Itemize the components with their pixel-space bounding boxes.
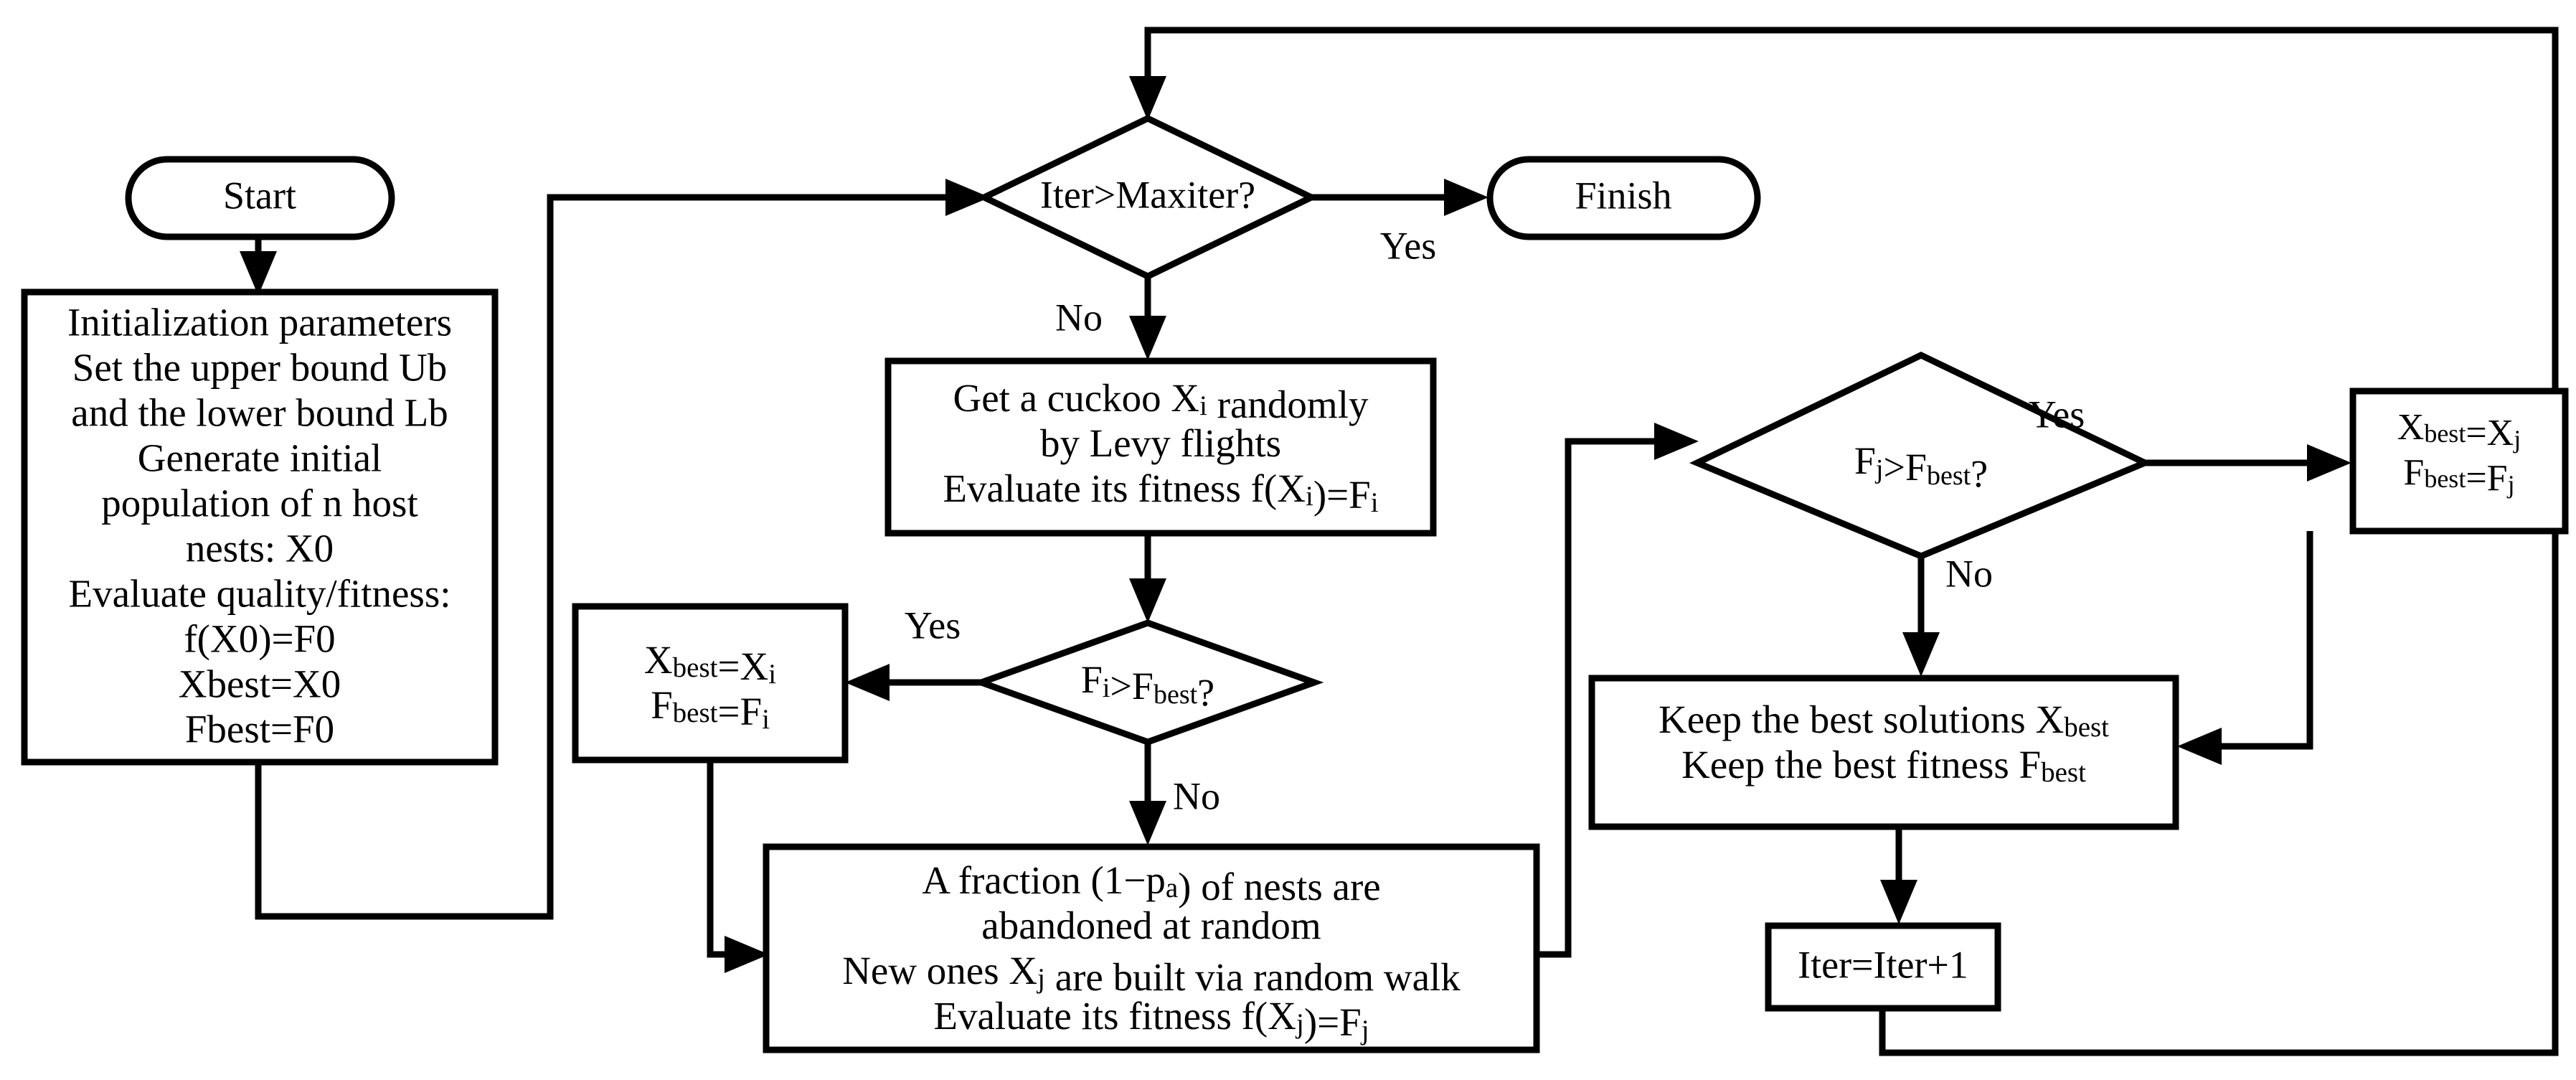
fraction-line-3: Evaluate its fitness f(Xj)=Fj — [933, 994, 1369, 1046]
decision-fj-line-0: Fj>Fbest? — [1854, 439, 1988, 495]
get-cuckoo-line-0: Get a cuckoo Xi randomly — [953, 376, 1369, 426]
edge-assign-i-to-fraction — [707, 760, 769, 973]
assign-best-j-line-0: Xbest=Xj — [2397, 407, 2521, 454]
edge-label-fi-yes: Yes — [905, 604, 961, 647]
edge-label-iter-no: No — [1055, 296, 1103, 339]
keep-best-line-0: Keep the best solutions Xbest — [1659, 698, 2109, 743]
initialization-line-4: population of n host — [101, 482, 418, 525]
edge-label-fi-no: No — [1173, 774, 1220, 817]
keep-best-line-1: Keep the best fitness Fbest — [1681, 743, 2086, 788]
fraction-line-0: A fraction (1−pa) of nests are — [922, 858, 1380, 908]
initialization-line-9: Fbest=F0 — [185, 708, 334, 751]
edge-keep-best-to-iter-inc — [1880, 827, 1917, 924]
node-start[interactable]: Start — [125, 156, 395, 240]
initialization-line-1: Set the upper bound Ub — [72, 346, 447, 390]
fraction-box-shape — [763, 843, 1540, 1053]
get-cuckoo-line-2: Evaluate its fitness f(Xi)=Fi — [943, 466, 1378, 518]
iter-increment-label: Iter=Iter+1 — [1798, 943, 1968, 986]
edge-decision-fj-yes-to-assign-j — [2143, 444, 2351, 482]
decision-fj-label: Fj>Fbest? — [1854, 439, 1988, 495]
edge-init-to-decision-iter — [255, 179, 990, 920]
decision-fi-label: Fi>Fbest? — [1081, 658, 1214, 714]
node-decision-iter-maxiter[interactable]: Iter>Maxiter? — [976, 115, 1319, 280]
decision-iter-diamond-shape — [976, 115, 1319, 280]
initialization-box-shape — [21, 288, 499, 766]
assign-best-i-box-shape — [572, 603, 849, 764]
node-fraction-abandoned[interactable]: A fraction (1−pa) of nests areabandoned … — [763, 843, 1540, 1053]
decision-fi-line-0: Fi>Fbest? — [1081, 658, 1214, 714]
assign-best-j-line-1: Fbest=Fj — [2403, 452, 2514, 499]
node-iter-increment[interactable]: Iter=Iter+1 — [1765, 922, 2001, 1012]
initialization-line-8: Xbest=X0 — [179, 662, 341, 706]
initialization-line-3: Generate initial — [138, 436, 382, 480]
fraction-line-2: New ones Xj are built via random walk — [842, 949, 1461, 999]
node-decision-fj-fbest[interactable]: Fj>Fbest? — [1689, 352, 2153, 560]
fraction-line-1: abandoned at random — [981, 903, 1321, 947]
assign-best-j-box-shape — [2349, 388, 2569, 535]
edge-label-fj-no: No — [1945, 552, 1993, 595]
initialization-line-5: nests: X0 — [186, 527, 334, 570]
decision-iter-label: Iter>Maxiter? — [1040, 173, 1255, 216]
decision-fj-diamond-shape — [1689, 352, 2153, 560]
edge-decision-iter-no-to-cuckoo — [1129, 276, 1166, 360]
keep-best-box-shape — [1588, 675, 2179, 830]
initialization-line-6: Evaluate quality/fitness: — [68, 572, 450, 616]
edge-fraction-to-decision-fj — [1535, 423, 1699, 958]
finish-label: Finish — [1575, 174, 1671, 217]
start-label: Start — [223, 174, 296, 217]
assign-best-i-line-1: Fbest=Fi — [651, 683, 770, 735]
assign-best-i-line-0: Xbest=Xi — [644, 638, 776, 690]
initialization-line-2: and the lower bound Lb — [71, 391, 448, 435]
edge-iter-inc-to-decision-iter — [1129, 27, 2559, 1056]
edge-decision-fj-no-to-keep-best — [1902, 556, 1940, 677]
initialization-line-0: Initialization parameters — [67, 301, 452, 344]
edge-cuckoo-to-decision-fi — [1129, 532, 1166, 623]
edge-assign-j-to-keep-best — [2177, 531, 2313, 765]
edge-label-iter-yes: Yes — [1380, 224, 1437, 267]
finish-terminator-shape — [1486, 156, 1761, 240]
edge-decision-iter-yes-to-finish — [1310, 179, 1488, 216]
decision-fi-diamond-shape — [971, 619, 1324, 746]
edge-decision-fi-no-to-fraction — [1129, 742, 1166, 845]
fraction-text: A fraction (1−pa) of nests areabandoned … — [842, 858, 1461, 1046]
initialization-line-7: f(X0)=F0 — [184, 617, 335, 661]
get-cuckoo-line-1: by Levy flights — [1040, 421, 1281, 465]
node-finish[interactable]: Finish — [1486, 156, 1761, 240]
iter-increment-box-shape — [1765, 922, 2001, 1012]
node-decision-fi-fbest[interactable]: Fi>Fbest? — [971, 619, 1324, 746]
get-cuckoo-box-shape — [884, 357, 1437, 537]
edge-label-fj-yes: Yes — [2029, 393, 2085, 436]
start-terminator-shape — [125, 156, 395, 240]
